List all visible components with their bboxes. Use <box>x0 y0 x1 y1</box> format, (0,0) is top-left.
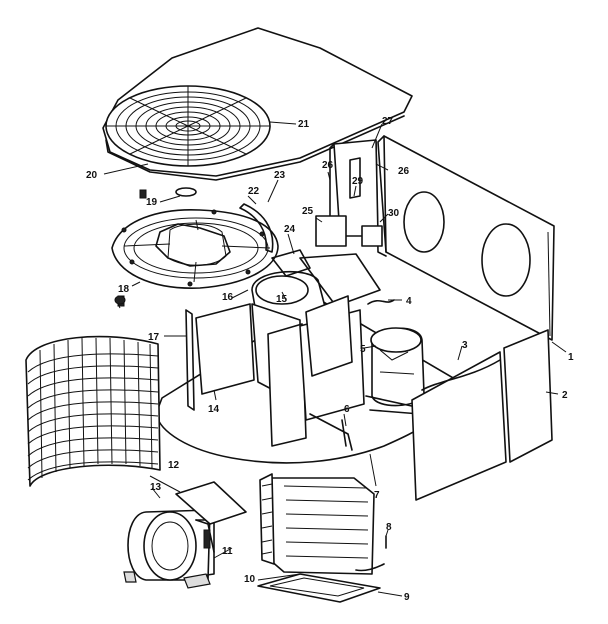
callout-8: 8 <box>386 522 392 533</box>
callout-19: 19 <box>146 197 158 208</box>
callout-labels: 21 20 19 18 22 23 24 16 15 17 14 27 26 2… <box>86 116 574 603</box>
coil-wire-guard <box>25 335 161 487</box>
callout-24: 24 <box>284 224 296 235</box>
blower-housing <box>123 509 215 589</box>
tubing <box>367 299 395 305</box>
callout-6: 6 <box>344 404 350 415</box>
evaporator-coil <box>259 473 375 575</box>
partition-strip <box>239 203 274 253</box>
callout-27: 27 <box>382 116 394 127</box>
callout-5: 5 <box>360 344 366 355</box>
callout-21: 21 <box>298 119 310 130</box>
callout-10: 10 <box>244 574 256 585</box>
callout-20: 20 <box>86 170 98 181</box>
side-access-panel <box>411 329 553 501</box>
callout-7: 7 <box>374 490 380 501</box>
callout-30: 30 <box>388 208 400 219</box>
callout-4: 4 <box>406 296 412 307</box>
brace-rods <box>309 413 353 451</box>
callout-26a: 26 <box>322 160 334 171</box>
blower-bracket <box>175 481 247 549</box>
callout-15: 15 <box>276 294 288 305</box>
fan-motor-orifice <box>111 209 279 307</box>
fan-guard-grille <box>105 85 271 167</box>
control-box <box>315 139 383 247</box>
callout-17: 17 <box>148 332 160 343</box>
callout-12: 12 <box>168 460 180 471</box>
callout-16: 16 <box>222 292 234 303</box>
callout-22: 22 <box>248 186 260 197</box>
callout-13: 13 <box>150 482 162 493</box>
compressor <box>365 327 431 415</box>
callout-26b: 26 <box>398 166 410 177</box>
leader-lines <box>103 121 567 597</box>
callout-2: 2 <box>562 390 568 401</box>
callout-23: 23 <box>274 170 286 181</box>
callout-11: 11 <box>222 546 233 557</box>
callout-25: 25 <box>302 206 314 217</box>
callout-3: 3 <box>462 340 468 351</box>
callout-29: 29 <box>352 176 364 187</box>
fan-nut <box>139 187 197 199</box>
drain-pan <box>257 573 381 603</box>
right-side-panel <box>375 135 555 341</box>
callout-14: 14 <box>208 404 220 415</box>
callout-18: 18 <box>118 284 130 295</box>
callout-9: 9 <box>404 592 410 603</box>
vertical-panels <box>185 295 365 447</box>
callout-1: 1 <box>568 352 574 363</box>
drain-tube <box>355 563 385 572</box>
